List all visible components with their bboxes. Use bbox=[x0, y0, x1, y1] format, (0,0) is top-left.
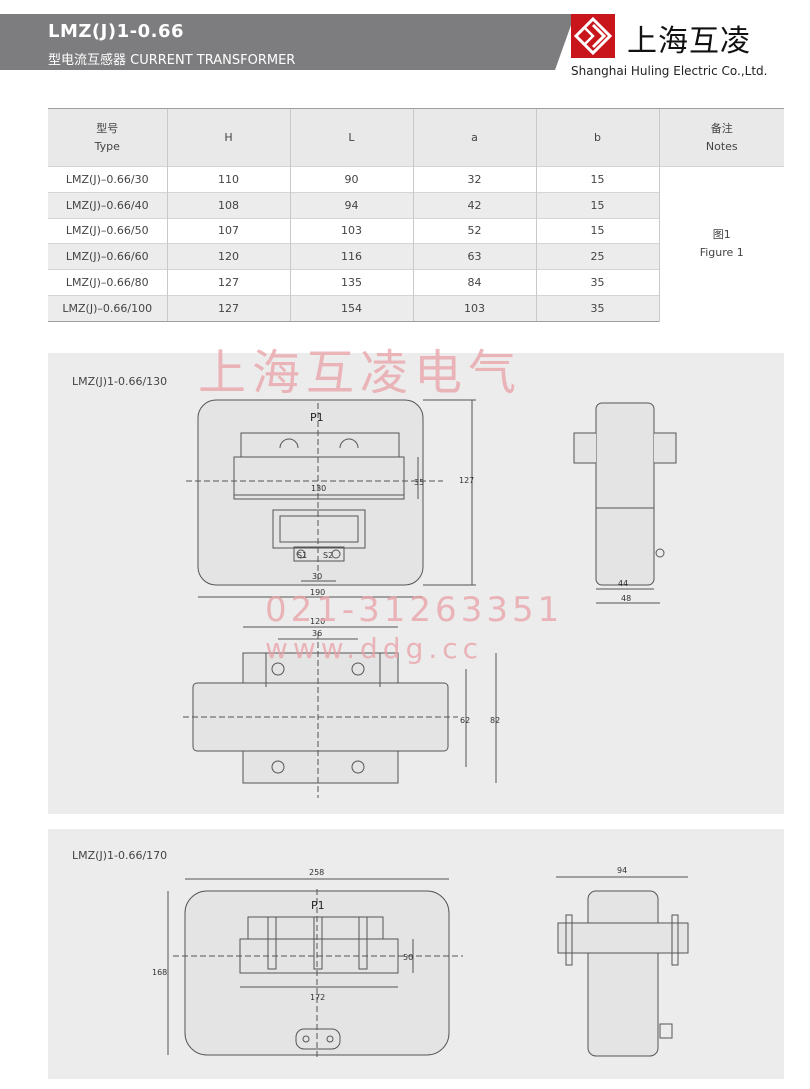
cell-type: LMZ(J)–0.66/100 bbox=[48, 294, 167, 322]
cell-l: 90 bbox=[289, 166, 413, 193]
company-logo-icon bbox=[571, 14, 615, 58]
cell-type: LMZ(J)–0.66/40 bbox=[48, 191, 167, 219]
cell-a: 63 bbox=[412, 243, 536, 270]
drawing-130-svg: P1 S1 S2 130 35 127 30 190 44 48 120 36 … bbox=[183, 399, 677, 798]
cell-h: 120 bbox=[166, 243, 290, 270]
header-l: L bbox=[289, 108, 413, 167]
p1-label-170: P1 bbox=[311, 899, 325, 912]
cell-a: 42 bbox=[412, 191, 536, 219]
header-b: b bbox=[535, 108, 659, 167]
dim-35: 35 bbox=[414, 478, 424, 487]
document-subtitle: 型电流互感器 CURRENT TRANSFORMER bbox=[48, 53, 296, 68]
cell-a: 103 bbox=[412, 294, 536, 322]
cell-type: LMZ(J)–0.66/60 bbox=[48, 243, 167, 270]
dim-44: 44 bbox=[618, 579, 628, 588]
s1-label: S1 bbox=[297, 551, 307, 560]
cell-l: 94 bbox=[289, 191, 413, 219]
dim-94: 94 bbox=[617, 866, 627, 875]
cell-h: 127 bbox=[166, 294, 290, 322]
cell-b: 15 bbox=[535, 217, 659, 244]
cell-b: 35 bbox=[535, 269, 659, 296]
cell-type: LMZ(J)–0.66/30 bbox=[48, 166, 167, 193]
dim-127: 127 bbox=[459, 476, 474, 485]
drawing-label-130: LMZ(J)1-0.66/130 bbox=[72, 375, 168, 388]
p1-label: P1 bbox=[310, 411, 324, 424]
cell-type: LMZ(J)–0.66/50 bbox=[48, 217, 167, 244]
header-a: a bbox=[412, 108, 536, 167]
watermark-phone: 021-31263351 bbox=[265, 590, 564, 630]
watermark-url: www.ddg.cc bbox=[265, 632, 484, 665]
cell-l: 135 bbox=[289, 269, 413, 296]
dim-258: 258 bbox=[309, 868, 324, 877]
cell-h: 107 bbox=[166, 217, 290, 244]
company-name-en: Shanghai Huling Electric Co.,Ltd. bbox=[571, 64, 768, 78]
cell-b: 15 bbox=[535, 166, 659, 193]
dim-36: 36 bbox=[312, 629, 322, 638]
dim-50: 50 bbox=[403, 953, 413, 962]
s2-label: S2 bbox=[323, 551, 333, 560]
cell-a: 32 bbox=[412, 166, 536, 193]
dim-130: 130 bbox=[311, 484, 326, 493]
document-title: LMZ(J)1-0.66 bbox=[48, 21, 184, 42]
watermark-company: 上海互凌电气 bbox=[198, 345, 523, 401]
dim-172: 172 bbox=[310, 993, 325, 1002]
dim-48: 48 bbox=[621, 594, 631, 603]
cell-l: 116 bbox=[289, 243, 413, 270]
drawing-170-svg: P1 258 168 50 172 94 bbox=[152, 866, 689, 1059]
cell-h: 127 bbox=[166, 269, 290, 296]
cell-a: 52 bbox=[412, 217, 536, 244]
dim-82: 82 bbox=[490, 716, 500, 725]
cell-l: 154 bbox=[289, 294, 413, 322]
cell-h: 110 bbox=[166, 166, 290, 193]
cell-a: 84 bbox=[412, 269, 536, 296]
header-band bbox=[0, 14, 575, 70]
drawing-label-170: LMZ(J)1-0.66/170 bbox=[72, 849, 168, 862]
cell-b: 25 bbox=[535, 243, 659, 270]
dim-30: 30 bbox=[312, 572, 322, 581]
dim-168: 168 bbox=[152, 968, 167, 977]
drawing-panel-170: LMZ(J)1-0.66/170 bbox=[48, 829, 784, 1079]
dim-120: 120 bbox=[310, 617, 325, 626]
header-h: H bbox=[166, 108, 290, 167]
cell-type: LMZ(J)–0.66/80 bbox=[48, 269, 167, 296]
cell-h: 108 bbox=[166, 191, 290, 219]
dim-190: 190 bbox=[310, 588, 325, 597]
drawing-panel-130: LMZ(J)1-0.66/130 bbox=[48, 353, 784, 814]
cell-b: 15 bbox=[535, 191, 659, 219]
cell-l: 103 bbox=[289, 217, 413, 244]
dim-62: 62 bbox=[460, 716, 470, 725]
cell-b: 35 bbox=[535, 294, 659, 322]
company-name-cn: 上海互凌 bbox=[627, 24, 751, 59]
